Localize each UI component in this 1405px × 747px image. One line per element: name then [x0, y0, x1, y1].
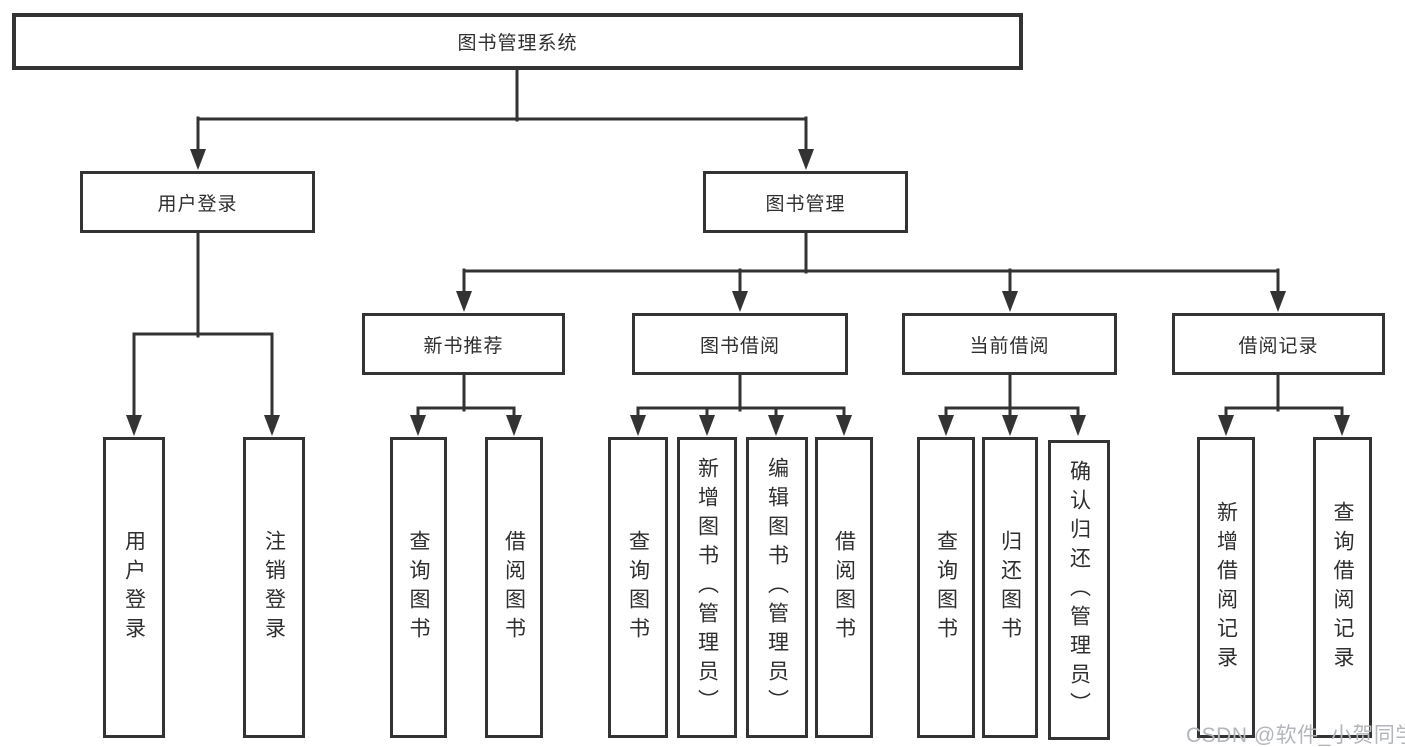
- node-label: 图书管理系统: [457, 33, 578, 54]
- node-root: 图书管理系统: [12, 13, 1023, 70]
- node-label: 归还图书: [998, 529, 1022, 646]
- arrow-down-icon: [1270, 291, 1286, 312]
- node-label: 确认归还（管理员）: [1067, 459, 1091, 721]
- leaf-add-book-admin: 新增图书（管理员）: [677, 437, 737, 738]
- node-label: 新书推荐: [423, 335, 504, 357]
- node-label: 用户登录: [157, 193, 238, 215]
- arrow-down-icon: [126, 415, 142, 436]
- arrow-down-icon: [630, 415, 646, 436]
- node-label: 借阅记录: [1238, 335, 1319, 357]
- node-label: 新增借阅记录: [1214, 500, 1238, 675]
- node-label: 查询图书: [407, 529, 430, 646]
- leaf-confirm-return-admin: 确认归还（管理员）: [1048, 440, 1110, 740]
- leaf-borrow-books: 借阅图书: [815, 437, 873, 738]
- arrow-down-icon: [1218, 415, 1234, 436]
- arrow-down-icon: [768, 415, 784, 436]
- arrow-down-icon: [506, 415, 522, 436]
- node-label: 查询借阅记录: [1331, 500, 1354, 675]
- node-label: 当前借阅: [969, 335, 1050, 357]
- leaf-logout: 注销登录: [243, 437, 305, 738]
- node-user-login: 用户登录: [80, 171, 315, 233]
- arrow-down-icon: [732, 291, 748, 312]
- node-label: 借阅图书: [502, 529, 526, 646]
- leaf-return-books: 归还图书: [982, 437, 1038, 738]
- arrow-down-icon: [1002, 291, 1018, 312]
- leaf-query-books-borrow: 查询图书: [608, 437, 668, 738]
- node-label: 借阅图书: [832, 529, 856, 646]
- node-label: 图书管理: [765, 193, 846, 215]
- node-borrow-records: 借阅记录: [1172, 313, 1385, 375]
- arrow-down-icon: [1334, 415, 1350, 436]
- arrow-down-icon: [798, 149, 814, 170]
- node-label: 用户登录: [122, 529, 146, 646]
- node-book-borrow: 图书借阅: [632, 313, 848, 375]
- node-label: 注销登录: [262, 529, 286, 646]
- arrow-down-icon: [699, 415, 715, 436]
- node-label: 编辑图书（管理员）: [765, 457, 789, 718]
- node-label: 查询图书: [626, 529, 650, 646]
- arrow-down-icon: [836, 415, 852, 436]
- arrow-down-icon: [190, 149, 206, 170]
- leaf-edit-book-admin: 编辑图书（管理员）: [746, 437, 808, 738]
- leaf-add-borrow-record: 新增借阅记录: [1197, 437, 1255, 738]
- node-label: 新增图书（管理员）: [695, 457, 719, 718]
- arrow-down-icon: [1002, 415, 1018, 436]
- leaf-query-borrow-record: 查询借阅记录: [1313, 437, 1372, 738]
- leaf-query-books-recommend: 查询图书: [390, 437, 447, 738]
- node-new-book-recommend: 新书推荐: [362, 313, 565, 375]
- arrow-down-icon: [410, 415, 426, 436]
- node-book-management: 图书管理: [703, 171, 908, 233]
- node-label: 图书借阅: [699, 335, 780, 357]
- leaf-user-login: 用户登录: [103, 437, 165, 738]
- arrow-down-icon: [938, 415, 954, 436]
- arrow-down-icon: [264, 415, 280, 436]
- leaf-borrow-books-recommend: 借阅图书: [485, 437, 543, 738]
- leaf-query-books-current: 查询图书: [917, 437, 975, 738]
- arrow-down-icon: [1070, 415, 1086, 436]
- arrow-down-icon: [456, 291, 472, 312]
- csdn-watermark: CSDN @软件_小贺同学: [1186, 724, 1405, 747]
- node-label: 查询图书: [934, 529, 958, 646]
- node-current-borrow: 当前借阅: [902, 313, 1117, 375]
